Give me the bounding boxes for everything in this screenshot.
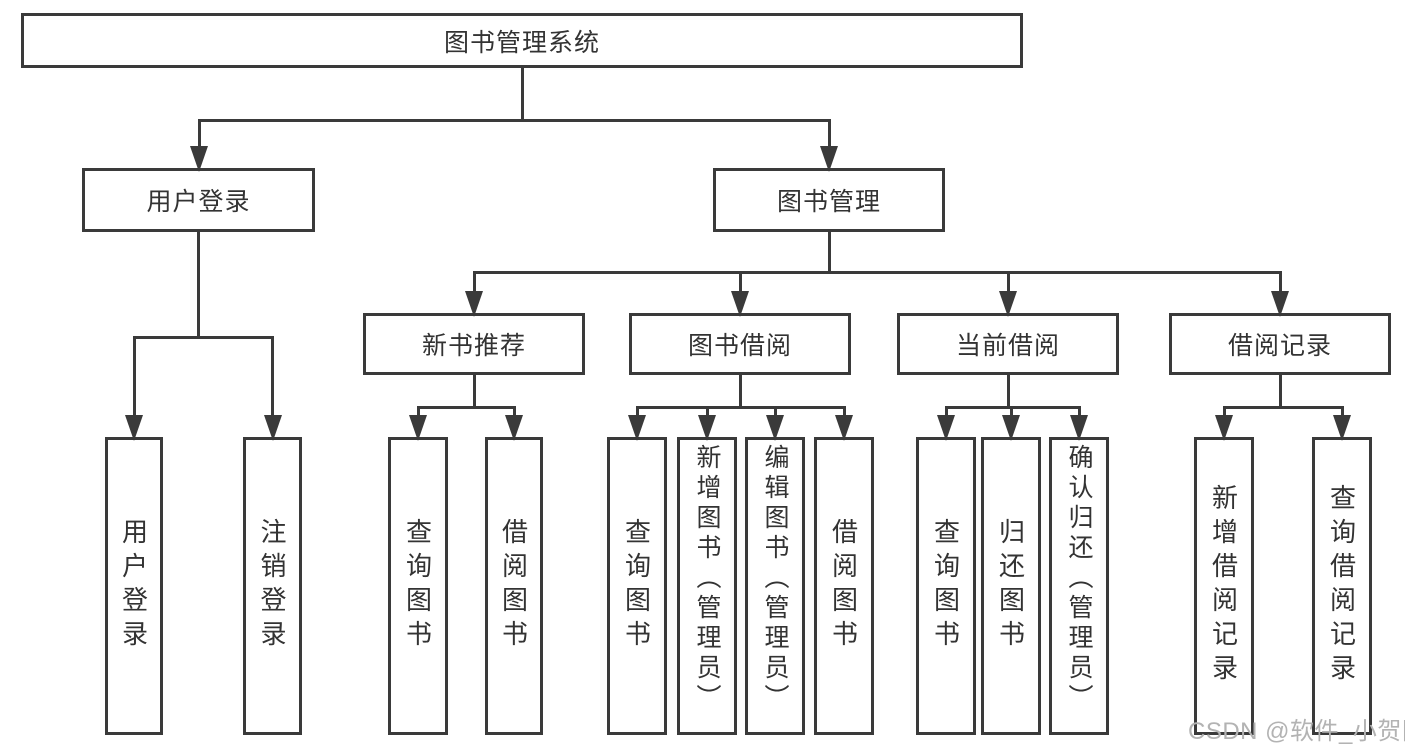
connector-current-rail <box>944 406 1081 409</box>
node-logout: 注销登录 <box>243 437 302 735</box>
connector-level2-rail <box>197 119 831 122</box>
connector-records-rail <box>1222 406 1344 409</box>
arrowhead-icon <box>1009 409 1013 415</box>
connector-user-login-rail <box>132 336 274 339</box>
node-add-books-admin: 新增图书（管理员） <box>677 437 737 735</box>
csdn-watermark: CSDN @软件_小贺同学 <box>1188 718 1405 745</box>
arrowhead-icon <box>416 409 420 415</box>
node-book-borrowing: 图书借阅 <box>629 313 851 375</box>
node-library-management-system: 图书管理系统 <box>21 13 1023 68</box>
arrowhead-icon <box>1077 409 1081 415</box>
node-borrowing-records: 借阅记录 <box>1169 313 1391 375</box>
node-borrowing-borrow-books: 借阅图书 <box>814 437 874 735</box>
arrowhead-icon <box>738 274 742 291</box>
node-user-login-leaf: 用户登录 <box>105 437 163 735</box>
arrowhead-icon <box>842 409 846 415</box>
node-add-borrow-record: 新增借阅记录 <box>1194 437 1254 735</box>
connector-level3-rail <box>472 271 1282 274</box>
connector-user-login-stem <box>197 232 200 336</box>
arrowhead-icon <box>1222 409 1226 415</box>
node-new-book-recommendation: 新书推荐 <box>363 313 585 375</box>
node-user-login: 用户登录 <box>82 168 315 232</box>
connector-root-stem <box>520 68 524 119</box>
connector-current-stem <box>1006 375 1010 406</box>
node-recommend-borrow-books: 借阅图书 <box>485 437 543 735</box>
node-edit-books-admin: 编辑图书（管理员） <box>745 437 805 735</box>
node-confirm-return-admin: 确认归还（管理员） <box>1049 437 1109 735</box>
connector-book-management-stem <box>827 232 831 271</box>
node-book-management: 图书管理 <box>713 168 945 232</box>
arrowhead-icon <box>827 122 831 146</box>
connector-recommend-stem <box>472 375 476 406</box>
arrowhead-icon <box>1278 274 1282 291</box>
node-query-borrow-record: 查询借阅记录 <box>1312 437 1372 735</box>
connector-recommend-rail <box>416 406 516 409</box>
arrowhead-icon <box>773 409 777 415</box>
arrowhead-icon <box>197 122 201 146</box>
arrowhead-icon <box>944 409 948 415</box>
node-current-query-books: 查询图书 <box>916 437 976 735</box>
arrowhead-icon <box>512 409 516 415</box>
connector-borrowing-rail <box>635 406 846 409</box>
arrowhead-icon <box>635 409 639 415</box>
node-return-books: 归还图书 <box>981 437 1041 735</box>
arrowhead-icon <box>271 339 274 415</box>
arrowhead-icon <box>1340 409 1344 415</box>
connector-borrowing-stem <box>738 375 742 406</box>
arrowhead-icon <box>705 409 709 415</box>
node-borrowing-query-books: 查询图书 <box>607 437 667 735</box>
node-recommend-query-books: 查询图书 <box>388 437 448 735</box>
node-current-borrowing: 当前借阅 <box>897 313 1119 375</box>
arrowhead-icon <box>1006 274 1010 291</box>
connector-records-stem <box>1278 375 1282 406</box>
arrowhead-icon <box>472 274 476 291</box>
arrowhead-icon <box>132 339 136 415</box>
